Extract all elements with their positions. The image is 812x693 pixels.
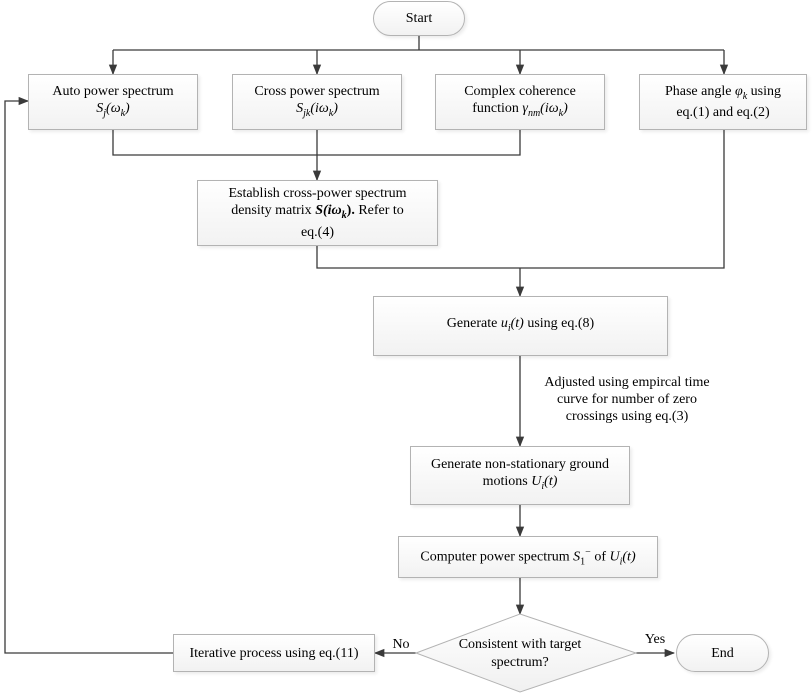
compute-power-spectrum-box: Computer power spectrum S1− of Ui(t) (398, 536, 658, 578)
auto-power-title: Auto power spectrum (52, 83, 174, 99)
cross-power-title: Cross power spectrum (254, 83, 380, 99)
auto-power-formula: Sj(ωk) (96, 100, 130, 119)
start-node: Start (373, 1, 465, 36)
iterative-process-box: Iterative process using eq.(11) (173, 634, 375, 672)
nonstationary-line2: motions Ui(t) (482, 474, 558, 492)
phase-angle-title: Phase angle φk using (664, 83, 782, 102)
decision-text: Consistent with target spectrum? (458, 637, 582, 670)
establish-matrix-box: Establish cross-power spectrum density m… (197, 180, 438, 246)
establish-line1: Establish cross-power spectrum (228, 186, 407, 202)
establish-line2: density matrix S(iωk). Refer to (231, 203, 404, 221)
end-label: End (711, 645, 734, 661)
coherence-title: Complex coherence (464, 83, 576, 99)
compute-power-text: Computer power spectrum S1− of Ui(t) (420, 546, 636, 568)
decision-diamond (414, 613, 638, 693)
adjusted-annotation: Adjusted using empircal time curve for n… (544, 375, 710, 424)
cross-power-formula: Sjk(iωk) (296, 100, 338, 119)
establish-line3: eq.(4) (300, 224, 335, 240)
coherence-function-box: Complex coherence function γnm(iωk) (435, 74, 605, 130)
coherence-formula: function γnm(iωk) (472, 100, 568, 119)
auto-power-spectrum-box: Auto power spectrum Sj(ωk) (28, 74, 198, 130)
iterative-text: Iterative process using eq.(11) (189, 645, 359, 661)
yes-label: Yes (644, 632, 666, 647)
no-label: No (392, 637, 410, 652)
connector-feedback-loop (4, 96, 173, 654)
nonstationary-motions-box: Generate non-stationary ground motions U… (410, 446, 630, 505)
start-label: Start (405, 11, 433, 26)
generate-u-text: Generate ui(t) using eq.(8) (446, 316, 595, 334)
end-node: End (676, 634, 769, 672)
phase-angle-ref: eq.(1) and eq.(2) (676, 105, 770, 121)
cross-power-spectrum-box: Cross power spectrum Sjk(iωk) (232, 74, 402, 130)
phase-angle-box: Phase angle φk using eq.(1) and eq.(2) (639, 74, 807, 130)
generate-u-box: Generate ui(t) using eq.(8) (373, 296, 668, 356)
nonstationary-line1: Generate non-stationary ground (430, 457, 610, 473)
